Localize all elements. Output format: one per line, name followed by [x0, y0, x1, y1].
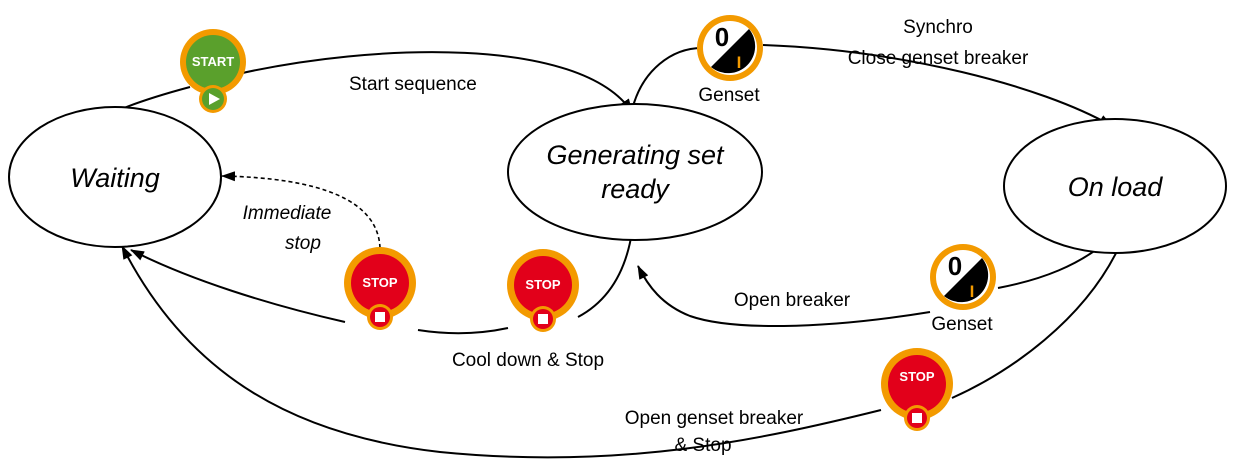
stop-button-label: STOP	[362, 275, 397, 290]
edge-synchro	[762, 44, 1113, 127]
start-button-label: START	[192, 54, 234, 69]
state-waiting-label: Waiting	[70, 163, 160, 193]
breaker-zero-label: 0	[715, 22, 729, 52]
start-button[interactable]: START	[180, 29, 246, 113]
play-icon	[209, 93, 220, 105]
edge-immediate-stop	[221, 171, 381, 249]
breaker-one-label: I	[970, 282, 975, 301]
edge-onload-to-stop3	[951, 244, 1121, 399]
stop-square-icon	[912, 413, 922, 423]
open-genset-breaker-label-line2: & Stop	[674, 435, 731, 456]
genset-breaker-open-button[interactable]: 0 I	[930, 244, 996, 310]
breaker-one-label: I	[737, 53, 742, 72]
stop-button-label: STOP	[899, 369, 934, 384]
immediate-stop-label-line2: stop	[285, 233, 321, 254]
edge-stop1-to-waiting	[130, 249, 346, 323]
stop-button-open-breaker[interactable]: STOP	[881, 348, 953, 431]
edge-open-breaker	[637, 265, 931, 328]
open-breaker-label: Open breaker	[734, 290, 851, 311]
breaker-zero-label: 0	[948, 251, 962, 281]
edge-genset-loop	[631, 47, 703, 111]
state-on-load-label: On load	[1068, 172, 1164, 202]
cool-down-label: Cool down & Stop	[452, 350, 604, 371]
immediate-stop-label-line1: Immediate	[243, 203, 332, 224]
edge-ready-to-stop2	[577, 231, 633, 318]
state-ready-label-line2: ready	[601, 174, 670, 204]
state-waiting: Waiting	[8, 106, 222, 248]
genset-caption-2: Genset	[931, 314, 993, 335]
stop-button-cool-down[interactable]: STOP	[507, 249, 579, 332]
edge-start-sequence-arrow	[237, 51, 633, 113]
state-on-load: On load	[1003, 118, 1227, 254]
stop-button-label: STOP	[525, 277, 560, 292]
genset-breaker-close-button[interactable]: 0 I	[697, 15, 763, 81]
start-sequence-label: Start sequence	[349, 74, 477, 95]
synchro-label-line1: Synchro	[903, 17, 973, 38]
genset-caption-1: Genset	[698, 85, 760, 106]
open-genset-breaker-label-line1: Open genset breaker	[625, 408, 804, 429]
stop-square-icon	[538, 314, 548, 324]
stop-button-immediate[interactable]: STOP	[344, 247, 416, 330]
edge-cool-down	[417, 327, 509, 335]
stop-square-icon	[375, 312, 385, 322]
synchro-label-line2: Close genset breaker	[848, 48, 1029, 69]
edge-open-genset-breaker	[121, 245, 882, 459]
state-ready: Generating set ready	[507, 103, 763, 241]
state-ready-label-line1: Generating set	[546, 140, 725, 170]
